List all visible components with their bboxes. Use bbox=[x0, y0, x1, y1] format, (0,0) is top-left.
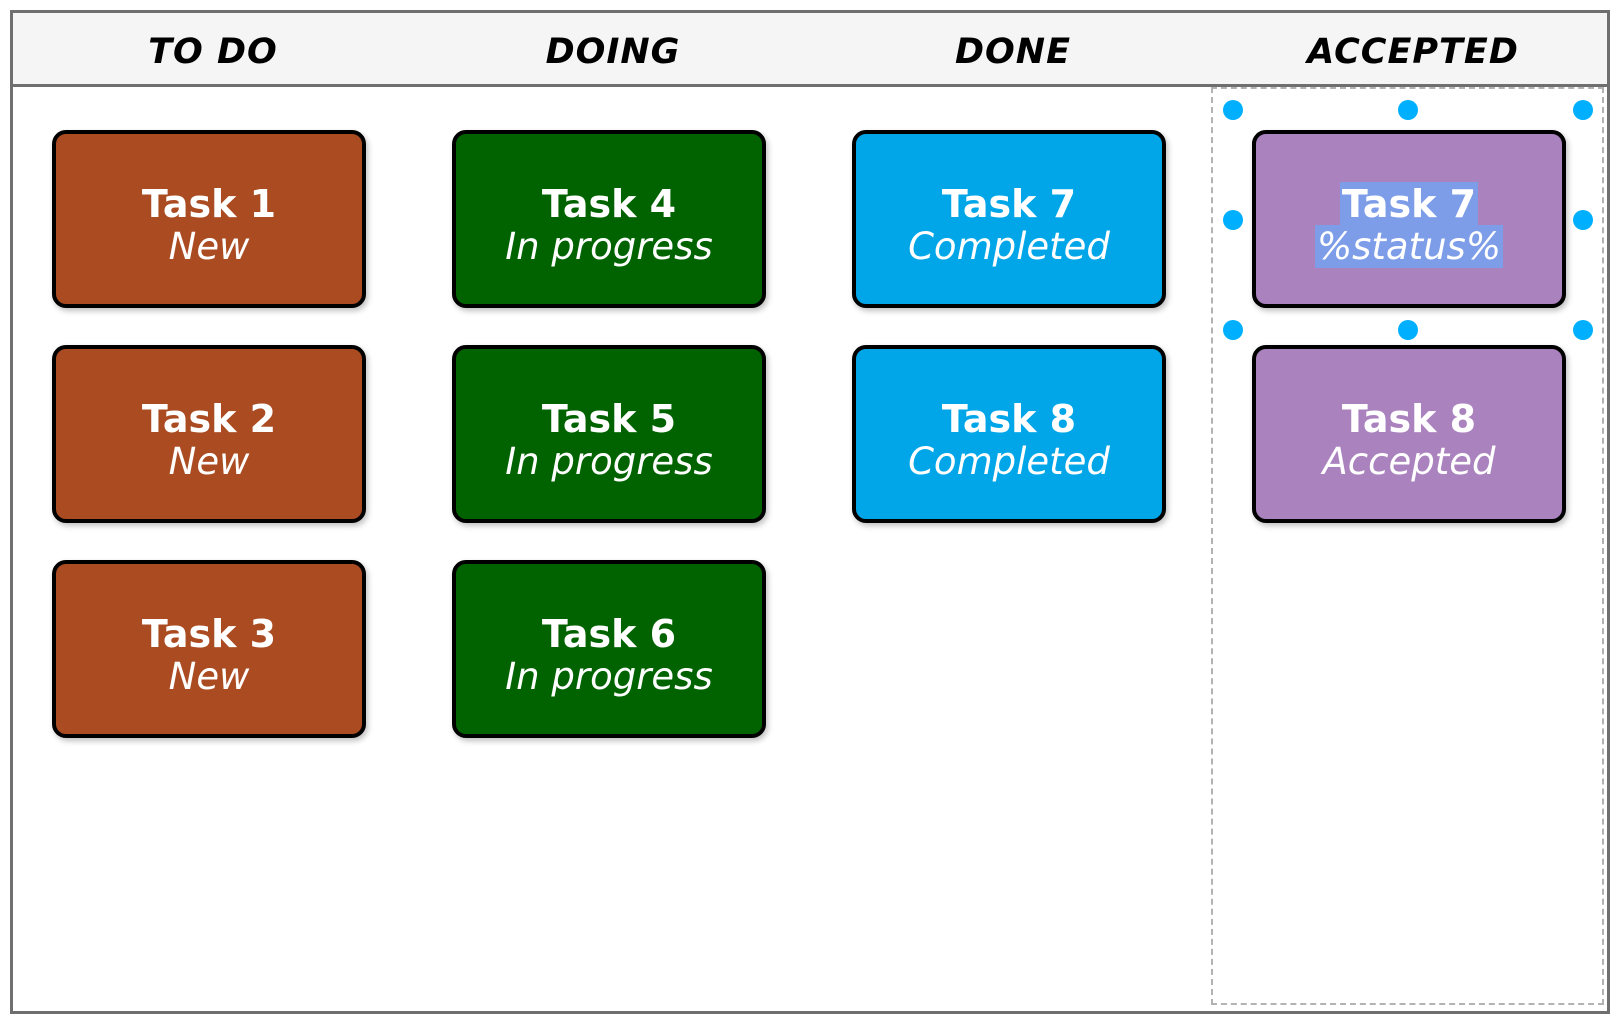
task-card-2[interactable]: Task 2 New bbox=[52, 345, 366, 523]
resize-handle-left[interactable] bbox=[1223, 210, 1243, 230]
card-title: Task 5 bbox=[541, 397, 677, 441]
task-card-5[interactable]: Task 5 In progress bbox=[452, 345, 766, 523]
resize-handle-top[interactable] bbox=[1398, 100, 1418, 120]
card-title: Task 7 bbox=[941, 182, 1077, 226]
task-card-7-accepted[interactable]: Task 7 %status% bbox=[1252, 130, 1566, 308]
card-status: In progress bbox=[505, 225, 713, 268]
task-card-7-done[interactable]: Task 7 Completed bbox=[852, 130, 1166, 308]
card-title-wrap: Task 7 bbox=[1256, 182, 1562, 226]
card-title-selected-text[interactable]: Task 7 bbox=[1339, 182, 1479, 226]
task-card-8-accepted[interactable]: Task 8 Accepted bbox=[1252, 345, 1566, 523]
card-status: New bbox=[168, 440, 250, 483]
task-card-3[interactable]: Task 3 New bbox=[52, 560, 366, 738]
resize-handle-bottom-right[interactable] bbox=[1573, 320, 1593, 340]
card-title: Task 6 bbox=[541, 612, 677, 656]
resize-handle-right[interactable] bbox=[1573, 210, 1593, 230]
card-status: Accepted bbox=[1322, 440, 1496, 483]
accepted-column-selection[interactable] bbox=[1211, 87, 1604, 1005]
column-title-doing[interactable]: DOING bbox=[545, 32, 681, 72]
card-title: Task 8 bbox=[1341, 397, 1477, 441]
card-status: New bbox=[168, 225, 250, 268]
task-card-1[interactable]: Task 1 New bbox=[52, 130, 366, 308]
card-title: Task 4 bbox=[541, 182, 677, 226]
card-status: In progress bbox=[505, 440, 713, 483]
column-title-done[interactable]: DONE bbox=[954, 32, 1071, 72]
card-status: Completed bbox=[908, 225, 1110, 268]
resize-handle-bottom-left[interactable] bbox=[1223, 320, 1243, 340]
card-title: Task 1 bbox=[141, 182, 277, 226]
column-title-todo[interactable]: TO DO bbox=[148, 32, 278, 72]
task-card-4[interactable]: Task 4 In progress bbox=[452, 130, 766, 308]
resize-handle-bottom[interactable] bbox=[1398, 320, 1418, 340]
card-status: In progress bbox=[505, 655, 713, 698]
kanban-board: TO DO DOING DONE ACCEPTED Task 1 New Tas… bbox=[10, 10, 1610, 1014]
task-card-8-done[interactable]: Task 8 Completed bbox=[852, 345, 1166, 523]
column-title-accepted[interactable]: ACCEPTED bbox=[1307, 32, 1519, 72]
card-title: Task 3 bbox=[141, 612, 277, 656]
card-status: Completed bbox=[908, 440, 1110, 483]
card-title: Task 2 bbox=[141, 397, 277, 441]
card-status-wrap: %status% bbox=[1256, 225, 1562, 268]
board-header: TO DO DOING DONE ACCEPTED bbox=[13, 13, 1607, 87]
card-title: Task 8 bbox=[941, 397, 1077, 441]
card-status: New bbox=[168, 655, 250, 698]
task-card-6[interactable]: Task 6 In progress bbox=[452, 560, 766, 738]
card-status-selected-text[interactable]: %status% bbox=[1314, 225, 1503, 268]
resize-handle-top-right[interactable] bbox=[1573, 100, 1593, 120]
resize-handle-top-left[interactable] bbox=[1223, 100, 1243, 120]
